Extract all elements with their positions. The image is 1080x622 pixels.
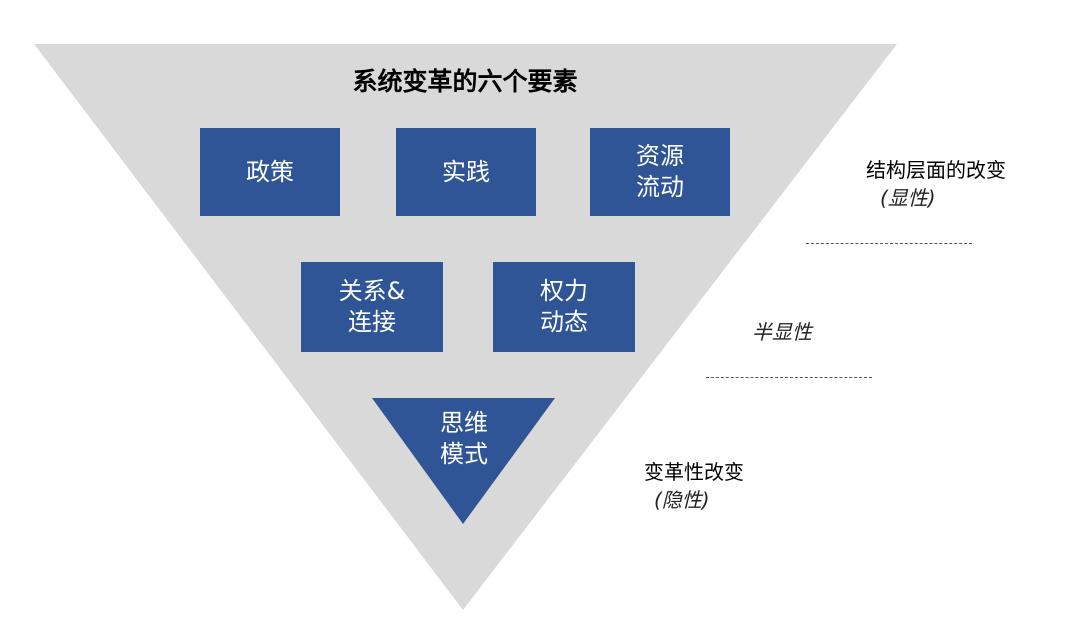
level-divider-lower <box>706 377 872 378</box>
element-resource-flow-line2: 流动 <box>636 173 684 201</box>
level-semi: 半显性 <box>752 320 812 344</box>
level-structural: 结构层面的改变 (显性) <box>866 156 1006 212</box>
element-relationships-line2: 连接 <box>348 308 396 336</box>
element-relationships-line1: 关系& <box>338 277 406 305</box>
level-transformative-sub: (隐性) <box>654 488 710 512</box>
level-transformative-label: 变革性改变 <box>644 460 744 484</box>
element-mental-models: 思维 模式 <box>404 408 524 470</box>
level-transformative: 变革性改变 (隐性) <box>644 458 744 514</box>
mindset-triangle <box>372 398 555 524</box>
element-practice-label: 实践 <box>442 157 490 186</box>
element-resource-flow: 资源 流动 <box>590 128 730 216</box>
level-divider-upper <box>806 243 972 244</box>
element-policy-label: 政策 <box>246 157 294 186</box>
element-policy: 政策 <box>200 128 340 216</box>
element-relationships: 关系& 连接 <box>301 262 443 352</box>
element-power-dynamics-line2: 动态 <box>540 308 588 336</box>
diagram-title: 系统变革的六个要素 <box>352 67 578 96</box>
element-power-dynamics: 权力 动态 <box>493 262 635 352</box>
element-mental-models-line1: 思维 <box>440 409 488 437</box>
element-resource-flow-line1: 资源 <box>636 142 684 170</box>
level-structural-label: 结构层面的改变 <box>866 158 1006 182</box>
element-practice: 实践 <box>396 128 536 216</box>
element-mental-models-line2: 模式 <box>440 440 488 468</box>
element-power-dynamics-line1: 权力 <box>540 277 588 305</box>
level-structural-sub: (显性) <box>880 186 936 210</box>
